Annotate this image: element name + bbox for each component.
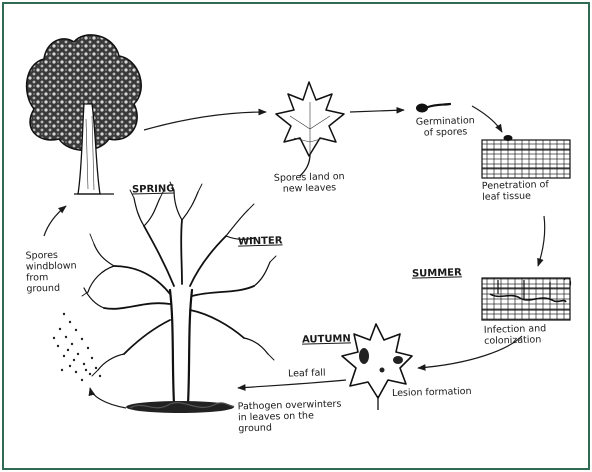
leafy-tree-icon <box>25 34 142 195</box>
spore-cloud-icon <box>52 312 102 382</box>
germinating-spore-icon <box>416 102 452 113</box>
stage-label-overwinter: Pathogen overwinters in leaves on the gr… <box>237 398 342 435</box>
maple-leaf-icon <box>275 81 345 177</box>
stage-label-windblown: Spores windblown from ground <box>25 249 77 295</box>
arrow-leaf-fall <box>237 379 347 391</box>
stage-label-lesion: Lesion formation <box>391 385 472 400</box>
disease-cycle-diagram <box>25 34 572 413</box>
stage-label-germination: Germination of spores <box>415 115 475 139</box>
arrow-germination-to-penetration <box>471 105 503 133</box>
season-label-autumn: AUTUMN <box>301 333 351 346</box>
leaf-tissue-icon <box>481 135 571 179</box>
arrow-infection-to-lesion <box>417 335 523 371</box>
season-label-summer: SUMMER <box>411 267 462 280</box>
cycle-arrows <box>43 105 546 409</box>
stage-label-infection: Infection and colonization <box>483 323 547 347</box>
stage-label-leaf-fall: Leaf fall <box>287 367 326 380</box>
arrow-litter-to-spores <box>88 387 127 409</box>
arrow-tree-to-leaf <box>143 108 267 131</box>
season-label-spring: SPRING <box>131 183 175 196</box>
arrow-windblown-to-tree <box>43 205 67 237</box>
arrow-penetration-to-infection <box>537 215 546 267</box>
stage-label-spores-land: Spores land on new leaves <box>273 171 345 195</box>
infected-tissue-icon <box>481 277 572 321</box>
bare-tree-icon <box>81 181 277 406</box>
stage-label-penetration: Penetration of leaf tissue <box>481 179 549 203</box>
arrow-leaf-to-germination <box>349 106 405 114</box>
leaf-litter-icon <box>126 401 235 413</box>
season-label-winter: WINTER <box>237 235 283 248</box>
lesion-leaf-icon <box>341 323 413 410</box>
